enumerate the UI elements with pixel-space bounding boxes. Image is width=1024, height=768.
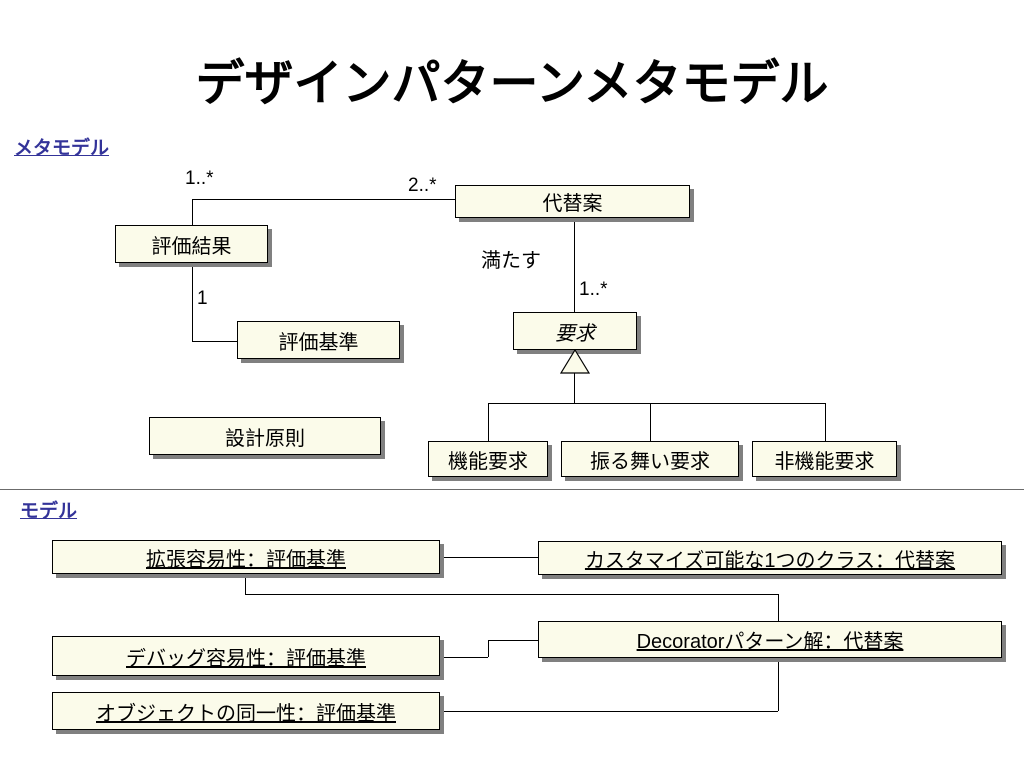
multiplicity-evaluation-result-to-alternative: 1..*	[185, 168, 214, 189]
node-customizable-single-class-alternative[interactable]: カスタマイズ可能な1つのクラス：代替案	[538, 541, 1002, 575]
node-label: オブジェクトの同一性：評価基準	[96, 702, 396, 725]
node-object-identity-criteria[interactable]: オブジェクトの同一性：評価基準	[52, 692, 440, 730]
connector-evaluation-result-to-criteria	[192, 341, 237, 342]
link-debuggability-to-decorator	[488, 640, 538, 641]
connector-generalization-branch-functional	[488, 403, 489, 441]
node-label: 評価基準	[278, 331, 359, 354]
connector-evaluation-result-vertical	[192, 199, 193, 342]
node-label: 設計原則	[225, 427, 305, 450]
node-label: 評価結果	[151, 235, 232, 258]
node-behavioral-requirement[interactable]: 振る舞い要求	[561, 441, 739, 477]
multiplicity-evaluation-result-to-criteria: 1	[197, 288, 208, 309]
association-label-satisfies: 満たす	[481, 250, 541, 272]
node-evaluation-criteria[interactable]: 評価基準	[237, 321, 400, 359]
connector-generalization-stem	[574, 373, 575, 403]
node-extensibility-criteria[interactable]: 拡張容易性：評価基準	[52, 540, 440, 574]
node-label: カスタマイズ可能な1つのクラス：代替案	[584, 549, 956, 572]
section-heading-model: モデル	[20, 501, 78, 522]
generalization-triangle-icon	[560, 349, 590, 374]
node-requirement[interactable]: 要求	[513, 312, 637, 350]
link-extensibility-into-decorator	[778, 594, 779, 621]
node-debuggability-criteria[interactable]: デバッグ容易性：評価基準	[52, 636, 440, 676]
node-label: デバッグ容易性：評価基準	[126, 647, 366, 670]
section-divider	[0, 489, 1024, 490]
connector-alternative-to-requirement	[574, 217, 575, 312]
link-extensibility-down	[245, 574, 246, 594]
node-label: 代替案	[542, 193, 603, 215]
page-title: デザインパターンメタモデル	[195, 57, 829, 111]
connector-generalization-bus	[488, 403, 825, 404]
link-object-identity-riser	[778, 658, 779, 711]
node-alternative[interactable]: 代替案	[455, 185, 690, 218]
multiplicity-alternative-to-requirement: 1..*	[579, 279, 608, 300]
node-label: 振る舞い要求	[590, 450, 710, 473]
node-label: 非機能要求	[774, 450, 875, 473]
multiplicity-alternative-to-evaluation-result: 2..*	[408, 175, 437, 196]
link-debuggability-stub	[440, 657, 488, 658]
connector-generalization-branch-non-functional	[825, 403, 826, 441]
connector-evaluation-result-to-alternative	[192, 199, 455, 200]
node-evaluation-result[interactable]: 評価結果	[115, 225, 268, 263]
link-extensibility-to-customizable-class	[440, 557, 538, 558]
node-functional-requirement[interactable]: 機能要求	[428, 441, 548, 477]
link-extensibility-across	[245, 594, 778, 595]
node-label: Decoratorパターン解：代替案	[636, 631, 904, 653]
section-heading-metamodel: メタモデル	[14, 138, 110, 159]
node-non-functional-requirement[interactable]: 非機能要求	[752, 441, 897, 477]
node-label: 機能要求	[448, 450, 528, 473]
node-label: 要求	[555, 322, 595, 345]
connector-generalization-branch-behavioral	[650, 403, 651, 441]
node-label: 拡張容易性：評価基準	[146, 548, 346, 571]
node-decorator-pattern-solution-alternative[interactable]: Decoratorパターン解：代替案	[538, 621, 1002, 658]
link-debuggability-riser	[488, 640, 489, 657]
node-design-principle[interactable]: 設計原則	[149, 417, 381, 455]
link-object-identity-across	[440, 711, 778, 712]
